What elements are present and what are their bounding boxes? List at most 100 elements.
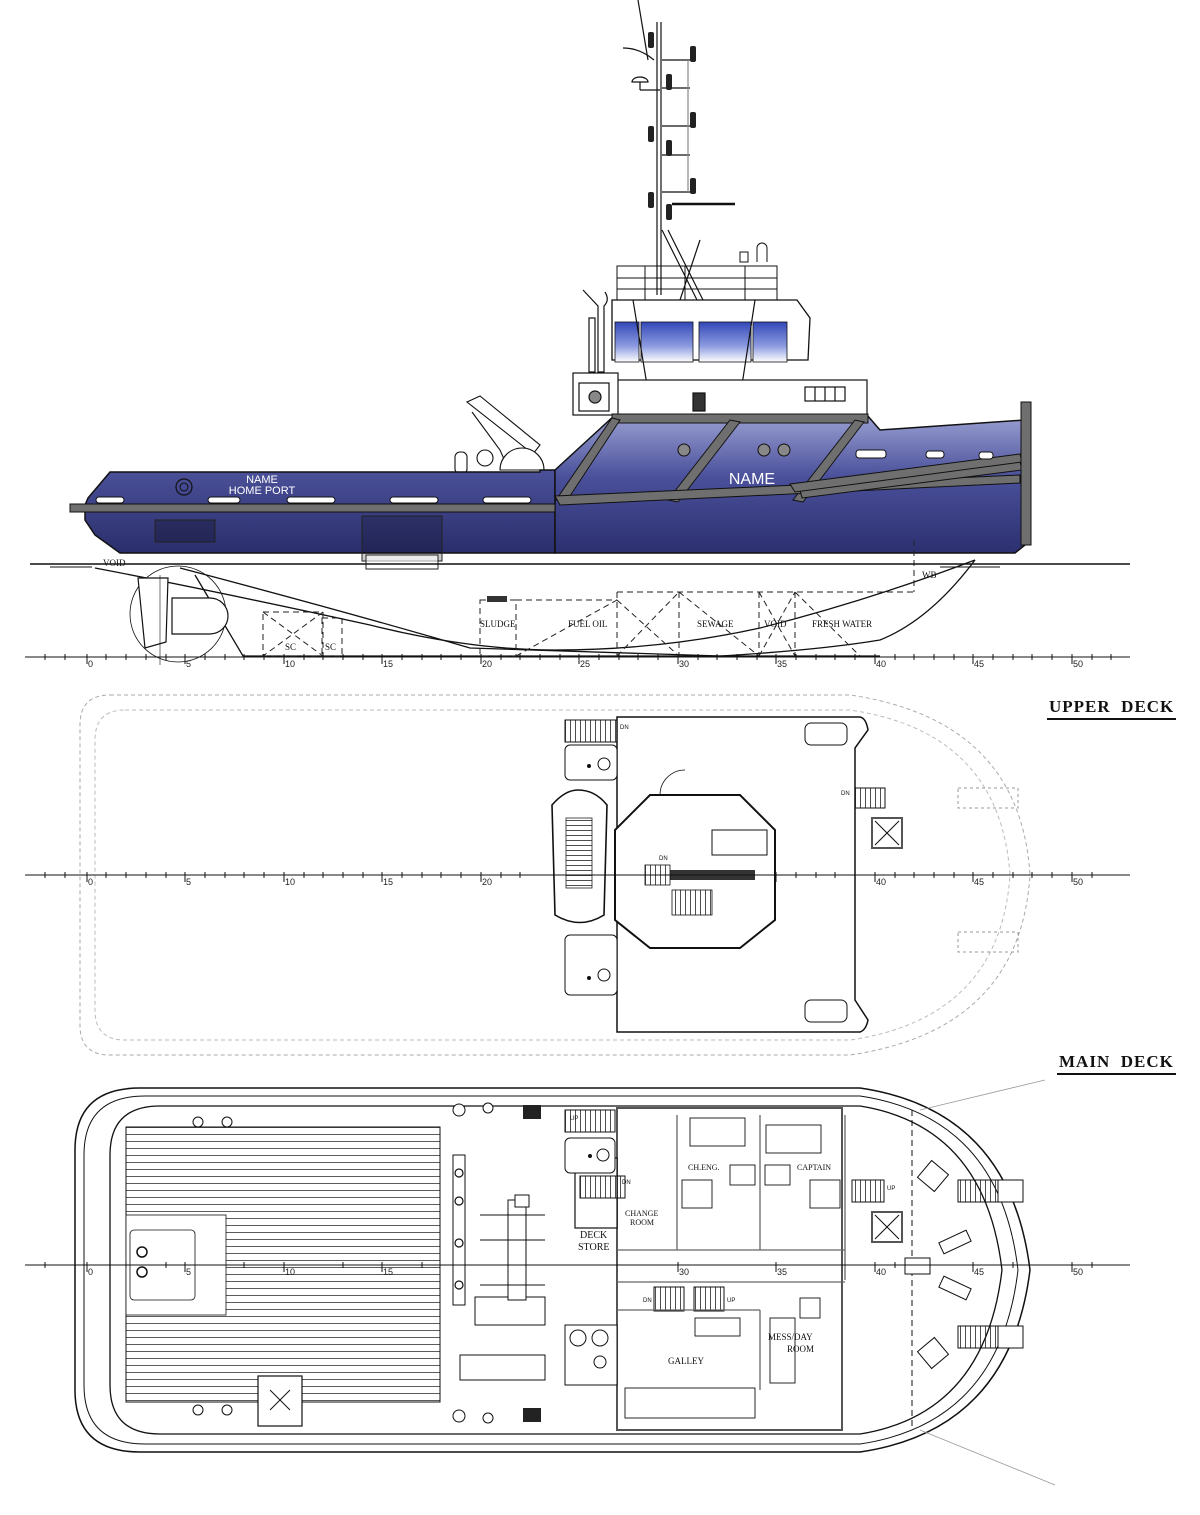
frame-5: 5 bbox=[186, 877, 191, 887]
upper-deck-title: UPPER DECK bbox=[1047, 697, 1177, 720]
upper-deck-plan: DN DN DN bbox=[25, 694, 1130, 1056]
locker-stbd bbox=[564, 934, 618, 996]
hidden-hull-outline bbox=[79, 694, 1031, 1056]
hull-home-port: HOME PORT bbox=[229, 485, 296, 497]
label-dn-center: DN bbox=[659, 856, 668, 862]
room-deck-store: DECK bbox=[580, 1230, 608, 1241]
towing-winch bbox=[474, 1194, 546, 1326]
frame-45: 45 bbox=[974, 659, 984, 669]
liferaft bbox=[804, 722, 848, 746]
azimuth-thruster bbox=[129, 565, 229, 665]
frame-40: 40 bbox=[876, 659, 886, 669]
frame-40: 40 bbox=[876, 1267, 886, 1277]
console bbox=[711, 829, 768, 856]
freeing-ports bbox=[95, 449, 994, 504]
capstan bbox=[459, 1354, 546, 1381]
frame-10: 10 bbox=[285, 877, 295, 887]
label-sc-1: SC bbox=[285, 642, 296, 652]
underwater-hull bbox=[94, 559, 976, 657]
bitt bbox=[523, 1408, 541, 1422]
label-dn: DN bbox=[622, 1180, 631, 1186]
frame-50: 50 bbox=[1073, 1267, 1083, 1277]
frame-0: 0 bbox=[88, 1267, 93, 1277]
label-sewage: SEWAGE bbox=[697, 619, 734, 629]
frame-10: 10 bbox=[285, 659, 295, 669]
frame-10: 10 bbox=[285, 1267, 295, 1277]
label-fresh-water: FRESH WATER bbox=[812, 619, 872, 629]
main-deck-title: MAIN DECK bbox=[1057, 1052, 1176, 1075]
profile-view: NAME HOME PORT NAME bbox=[25, 0, 1130, 669]
main-deckhouse bbox=[616, 1107, 843, 1431]
main-deck-plan: UP DN DN UP UP bbox=[25, 1079, 1130, 1486]
bridge-window bbox=[698, 321, 752, 363]
hawse-ring-inner bbox=[179, 482, 189, 492]
frame-15: 15 bbox=[383, 1267, 393, 1277]
label-fuel-oil: FUEL OIL bbox=[568, 619, 607, 629]
frame-15: 15 bbox=[383, 659, 393, 669]
label-void-fwd: VOID bbox=[764, 619, 787, 629]
label-wb: WB bbox=[922, 570, 937, 580]
bow-ladders bbox=[957, 1179, 1024, 1349]
bulwark-outer bbox=[74, 1087, 1031, 1453]
frame-35: 35 bbox=[777, 1267, 787, 1277]
fire-pumps bbox=[564, 1324, 618, 1386]
frame-20: 20 bbox=[482, 877, 492, 887]
stair-port-aft bbox=[564, 719, 618, 743]
escape-hatch bbox=[257, 1375, 303, 1427]
label-sc-2: SC bbox=[325, 642, 336, 652]
bitt bbox=[523, 1105, 541, 1119]
bow-winches bbox=[904, 1159, 972, 1370]
room-captain: CAPTAIN bbox=[797, 1163, 831, 1172]
room-mess-day: MESS/DAY bbox=[768, 1332, 813, 1342]
frame-40: 40 bbox=[876, 877, 886, 887]
mast-lights bbox=[648, 32, 696, 220]
frame-30: 30 bbox=[679, 659, 689, 669]
label-dn: DN bbox=[643, 1298, 652, 1304]
cabin-partitions bbox=[617, 1115, 846, 1390]
stair-up-galley bbox=[693, 1286, 725, 1312]
frame-45: 45 bbox=[974, 1267, 984, 1277]
galley-equipment bbox=[624, 1297, 821, 1419]
label-up: UP bbox=[727, 1298, 735, 1304]
room-ch-eng: CH.ENG. bbox=[688, 1163, 720, 1172]
profile-frame-scale: 0 5 10 15 20 25 30 35 40 45 50 bbox=[25, 654, 1130, 669]
room-mess-day-2: ROOM bbox=[787, 1344, 814, 1354]
bunks bbox=[681, 1117, 841, 1209]
stair-fwd bbox=[854, 787, 886, 809]
label-up: UP bbox=[570, 1116, 578, 1122]
tank-labels: VOID SC SC SLUDGE FUEL OIL SEWAGE VOID F… bbox=[103, 558, 937, 652]
liferaft bbox=[804, 999, 848, 1023]
hull-name-aft: NAME bbox=[246, 474, 278, 486]
room-change-room: CHANGE bbox=[625, 1209, 658, 1218]
frame-15: 15 bbox=[383, 877, 393, 887]
frame-20: 20 bbox=[482, 659, 492, 669]
hawse-ring bbox=[175, 478, 193, 496]
locker-port bbox=[564, 744, 618, 781]
hull-name-forward: NAME bbox=[729, 471, 775, 488]
sludge-pump bbox=[487, 596, 507, 602]
top-deck-railing bbox=[616, 242, 778, 301]
bridge-window bbox=[614, 321, 640, 363]
frame-0: 0 bbox=[88, 659, 93, 669]
label-sludge: SLUDGE bbox=[480, 619, 516, 629]
label-void-aft: VOID bbox=[103, 558, 126, 568]
frame-5: 5 bbox=[186, 1267, 191, 1277]
stair-up-fwd bbox=[851, 1179, 885, 1203]
bollards bbox=[192, 1102, 494, 1424]
bridge-window bbox=[752, 321, 788, 363]
towing-rail bbox=[452, 1154, 466, 1306]
label-dn: DN bbox=[620, 725, 629, 731]
deck-crane bbox=[454, 395, 545, 475]
engine-machinery bbox=[154, 515, 443, 570]
stair-dn-store bbox=[579, 1175, 626, 1199]
frame-30: 30 bbox=[679, 1267, 689, 1277]
frame-25: 25 bbox=[580, 659, 590, 669]
room-galley: GALLEY bbox=[668, 1356, 704, 1366]
wheelhouse bbox=[611, 299, 811, 386]
frame-45: 45 bbox=[974, 877, 984, 887]
bridge-window bbox=[640, 321, 694, 363]
rubbing-strake bbox=[69, 503, 556, 513]
stair-dn-galley bbox=[653, 1286, 685, 1312]
frame-5: 5 bbox=[186, 659, 191, 669]
